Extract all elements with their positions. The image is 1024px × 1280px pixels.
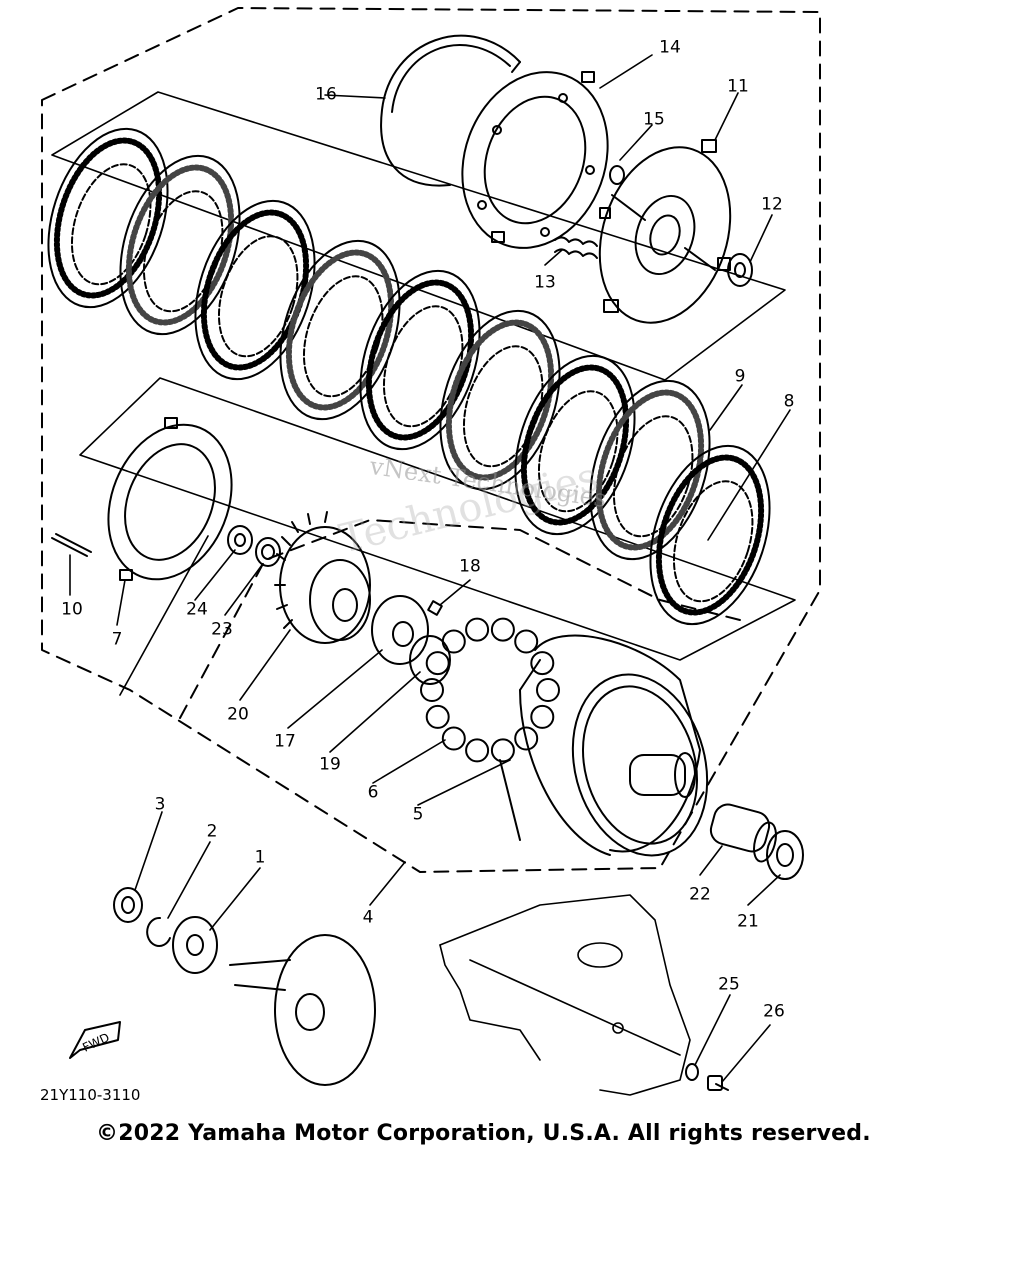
callout-16: 16 <box>315 84 337 105</box>
callout-12: 12 <box>761 194 783 215</box>
ball <box>490 617 515 642</box>
crankcase <box>439 894 691 1096</box>
clutch-plate-outer <box>514 354 636 536</box>
clutch-plate-inner <box>612 415 694 538</box>
callout-9: 9 <box>734 366 746 387</box>
callout-22: 22 <box>689 884 711 905</box>
clutch-plate-outer <box>439 309 561 491</box>
callout-20: 20 <box>227 704 249 725</box>
clutch-plate-inner <box>70 163 152 286</box>
callout-1: 1 <box>254 847 266 868</box>
ball <box>530 704 555 729</box>
ball <box>465 738 490 763</box>
friction-lining <box>520 364 630 526</box>
callout-18: 18 <box>459 556 481 577</box>
washer-2 <box>146 916 171 947</box>
clutch-exploded-diagram: FWD <box>41 7 821 1096</box>
friction-lining <box>655 454 765 616</box>
callout-14: 14 <box>659 37 681 58</box>
ball <box>490 738 515 763</box>
ring-16 <box>380 34 521 187</box>
balls-6 <box>420 617 560 763</box>
ball <box>530 651 555 676</box>
ball <box>514 629 539 654</box>
clutch-boss-11 <box>598 139 732 324</box>
callout-7: 7 <box>111 629 123 650</box>
friction-lining <box>125 164 235 326</box>
callout-3: 3 <box>154 794 166 815</box>
callout-2: 2 <box>206 821 218 842</box>
clutch-plate-outer <box>119 154 241 336</box>
gear-1 <box>172 916 218 974</box>
copyright-notice: ©2022 Yamaha Motor Corporation, U.S.A. A… <box>96 1121 871 1146</box>
ball <box>425 651 450 676</box>
ball <box>514 726 539 751</box>
callout-23: 23 <box>211 619 233 640</box>
fwd-label: FWD <box>80 1030 111 1055</box>
friction-lining <box>365 279 475 441</box>
callout-25: 25 <box>718 974 740 995</box>
bolt-26 <box>707 1075 729 1091</box>
washer-21 <box>766 830 804 880</box>
callout-4: 4 <box>362 907 374 928</box>
clutch-plate-outer <box>359 269 481 451</box>
cam-17 <box>371 595 429 665</box>
friction-lining <box>445 319 555 481</box>
clutch-plate-inner <box>672 480 754 603</box>
gear-20 <box>274 511 371 644</box>
clutch-plate-outer <box>47 127 169 309</box>
nut-3 <box>113 887 143 923</box>
callout-21: 21 <box>737 911 759 932</box>
key-18 <box>427 600 443 616</box>
leader-lines <box>69 54 791 1083</box>
ball <box>420 678 444 702</box>
ball <box>536 678 560 702</box>
washer-25 <box>685 1063 699 1081</box>
clutch-plate-outer <box>649 444 771 626</box>
fwd-arrow-icon <box>69 1021 121 1059</box>
callout-5: 5 <box>412 804 424 825</box>
callout-13: 13 <box>534 272 556 293</box>
plate-stack-outline <box>51 91 796 696</box>
spacer-22 <box>709 803 777 863</box>
washer-23 <box>255 537 281 567</box>
friction-plates <box>47 127 771 626</box>
nut-12 <box>727 253 753 287</box>
bearing-24 <box>227 525 253 555</box>
clutch-plate-outer <box>589 379 711 561</box>
callout-11: 11 <box>727 76 749 97</box>
push-plate-7 <box>107 417 233 581</box>
screw-15 <box>609 165 625 185</box>
circlip-19 <box>409 635 451 685</box>
clutch-plate-inner <box>217 235 299 358</box>
callout-6: 6 <box>367 782 379 803</box>
callout-10: 10 <box>61 599 83 620</box>
pressure-plate-14 <box>461 71 611 249</box>
crankshaft <box>229 934 376 1086</box>
callout-24: 24 <box>186 599 208 620</box>
clutch-plate-inner <box>537 390 619 513</box>
callout-17: 17 <box>274 731 296 752</box>
pushrod-10 <box>51 533 92 557</box>
callout-19: 19 <box>319 754 341 775</box>
friction-lining <box>53 137 163 299</box>
ball <box>465 617 490 642</box>
callout-8: 8 <box>783 391 795 412</box>
clutch-plate-outer <box>194 199 316 381</box>
diagram-code: 21Y110-3110 <box>40 1086 141 1104</box>
friction-lining <box>285 249 395 411</box>
friction-lining <box>595 389 705 551</box>
callout-15: 15 <box>643 109 665 130</box>
spring-13 <box>554 236 598 259</box>
ball <box>441 726 466 751</box>
callout-26: 26 <box>763 1001 785 1022</box>
primary-driven-gear-5 <box>499 634 709 857</box>
ball <box>425 704 450 729</box>
ball <box>441 629 466 654</box>
